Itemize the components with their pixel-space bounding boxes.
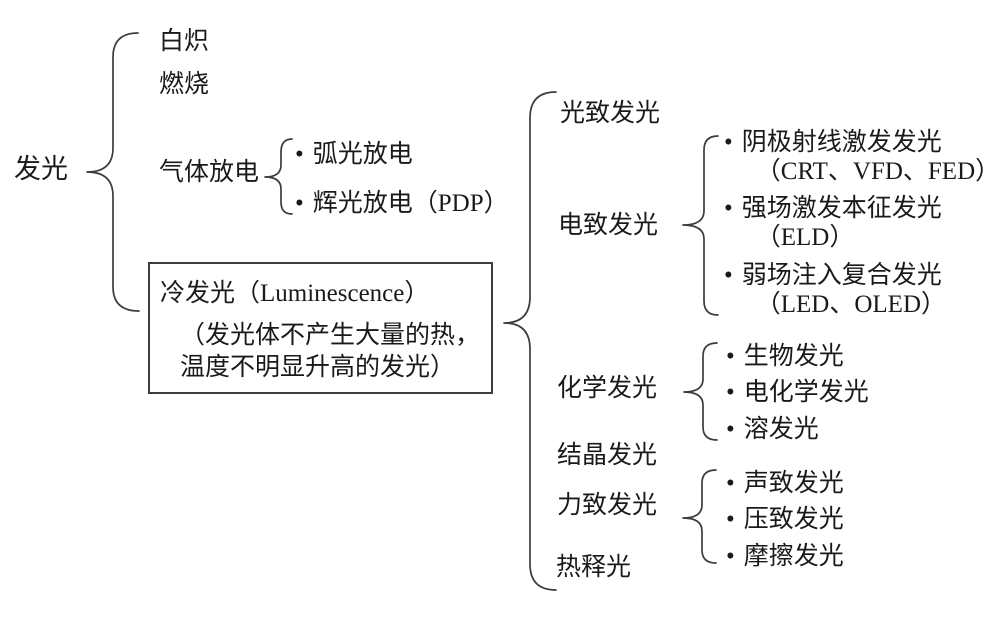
list-item-label: 弧光放电 xyxy=(312,141,413,168)
node-gas-discharge: 气体放电 xyxy=(159,159,260,186)
list-item-bioluminescence: • 生物发光 xyxy=(726,342,844,371)
node-incandescence: 白炽 xyxy=(159,28,210,55)
list-item-subtext: （LED、OLED） xyxy=(755,291,947,318)
list-item-label: 压致发光 xyxy=(743,506,844,533)
cold-luminescence-brace xyxy=(503,91,557,591)
list-item-label: 溶发光 xyxy=(743,416,819,443)
list-item-text: 弱场注入复合发光 （LED、OLED） xyxy=(742,261,946,319)
list-item-label: 阴极射线激发发光 xyxy=(741,129,942,156)
list-item-subtext: （CRT、VFD、FED） xyxy=(755,158,999,185)
bullet-icon: • xyxy=(726,470,735,497)
list-item-sonoluminescence: • 声致发光 xyxy=(726,469,844,498)
list-item-glow-discharge: • 辉光放电（PDP） xyxy=(295,189,509,218)
cold-luminescence-note-line1: （发光体不产生大量的热， xyxy=(180,322,481,349)
list-item-label: 声致发光 xyxy=(743,470,844,497)
node-electroluminescence: 电致发光 xyxy=(558,212,659,239)
gas-discharge-brace xyxy=(264,138,293,215)
bullet-icon: • xyxy=(726,379,735,406)
node-chemiluminescence: 化学发光 xyxy=(557,375,658,402)
cold-luminescence-note-line2: 温度不明显升高的发光） xyxy=(180,354,456,381)
node-photoluminescence: 光致发光 xyxy=(560,100,661,127)
electroluminescence-brace xyxy=(682,135,719,316)
list-item-cathode-ray-luminescence: • 阴极射线激发发光 （CRT、VFD、FED） xyxy=(724,128,999,186)
bullet-icon: • xyxy=(726,543,735,570)
list-item-subtext: （ELD） xyxy=(755,224,855,251)
node-crystalloluminescence: 结晶发光 xyxy=(557,442,658,469)
list-item-label: 强场激发本征发光 xyxy=(741,195,942,222)
list-item-text: 强场激发本征发光 （ELD） xyxy=(742,194,942,252)
bullet-icon: • xyxy=(726,416,735,443)
node-thermoluminescence: 热释光 xyxy=(556,554,632,581)
bullet-icon: • xyxy=(724,195,733,222)
bullet-icon: • xyxy=(724,262,733,289)
list-item-label: 弱场注入复合发光 xyxy=(741,262,942,289)
bullet-icon: • xyxy=(295,190,304,217)
list-item-piezoluminescence: • 压致发光 xyxy=(726,505,844,534)
list-item-label: 电化学发光 xyxy=(743,379,869,406)
node-mechanoluminescence: 力致发光 xyxy=(557,492,658,519)
list-item-text: 阴极射线激发发光 （CRT、VFD、FED） xyxy=(742,128,999,186)
cold-luminescence-box: 冷发光（Luminescence） （发光体不产生大量的热， 温度不明显升高的发… xyxy=(148,262,493,394)
node-combustion: 燃烧 xyxy=(159,71,210,98)
cold-luminescence-title: 冷发光（Luminescence） xyxy=(160,280,430,307)
node-root-label: 发光 xyxy=(14,154,68,184)
list-item-injection-luminescence: • 弱场注入复合发光 （LED、OLED） xyxy=(724,261,946,319)
chemiluminescence-brace xyxy=(683,342,718,441)
list-item-triboluminescence: • 摩擦发光 xyxy=(726,542,844,571)
list-item-label: 辉光放电（PDP） xyxy=(312,190,509,217)
bullet-icon: • xyxy=(295,141,304,168)
bullet-icon: • xyxy=(726,343,735,370)
list-item-arc-discharge: • 弧光放电 xyxy=(295,140,413,169)
list-item-label: 生物发光 xyxy=(743,343,844,370)
bullet-icon: • xyxy=(724,129,733,156)
list-item-label: 摩擦发光 xyxy=(743,543,844,570)
root-brace xyxy=(86,32,140,312)
mechanoluminescence-brace xyxy=(682,469,717,564)
bullet-icon: • xyxy=(726,506,735,533)
list-item-lyoluminescence: • 溶发光 xyxy=(726,415,819,444)
list-item-high-field-luminescence: • 强场激发本征发光 （ELD） xyxy=(724,194,942,252)
list-item-electrochemiluminescence: • 电化学发光 xyxy=(726,378,869,407)
